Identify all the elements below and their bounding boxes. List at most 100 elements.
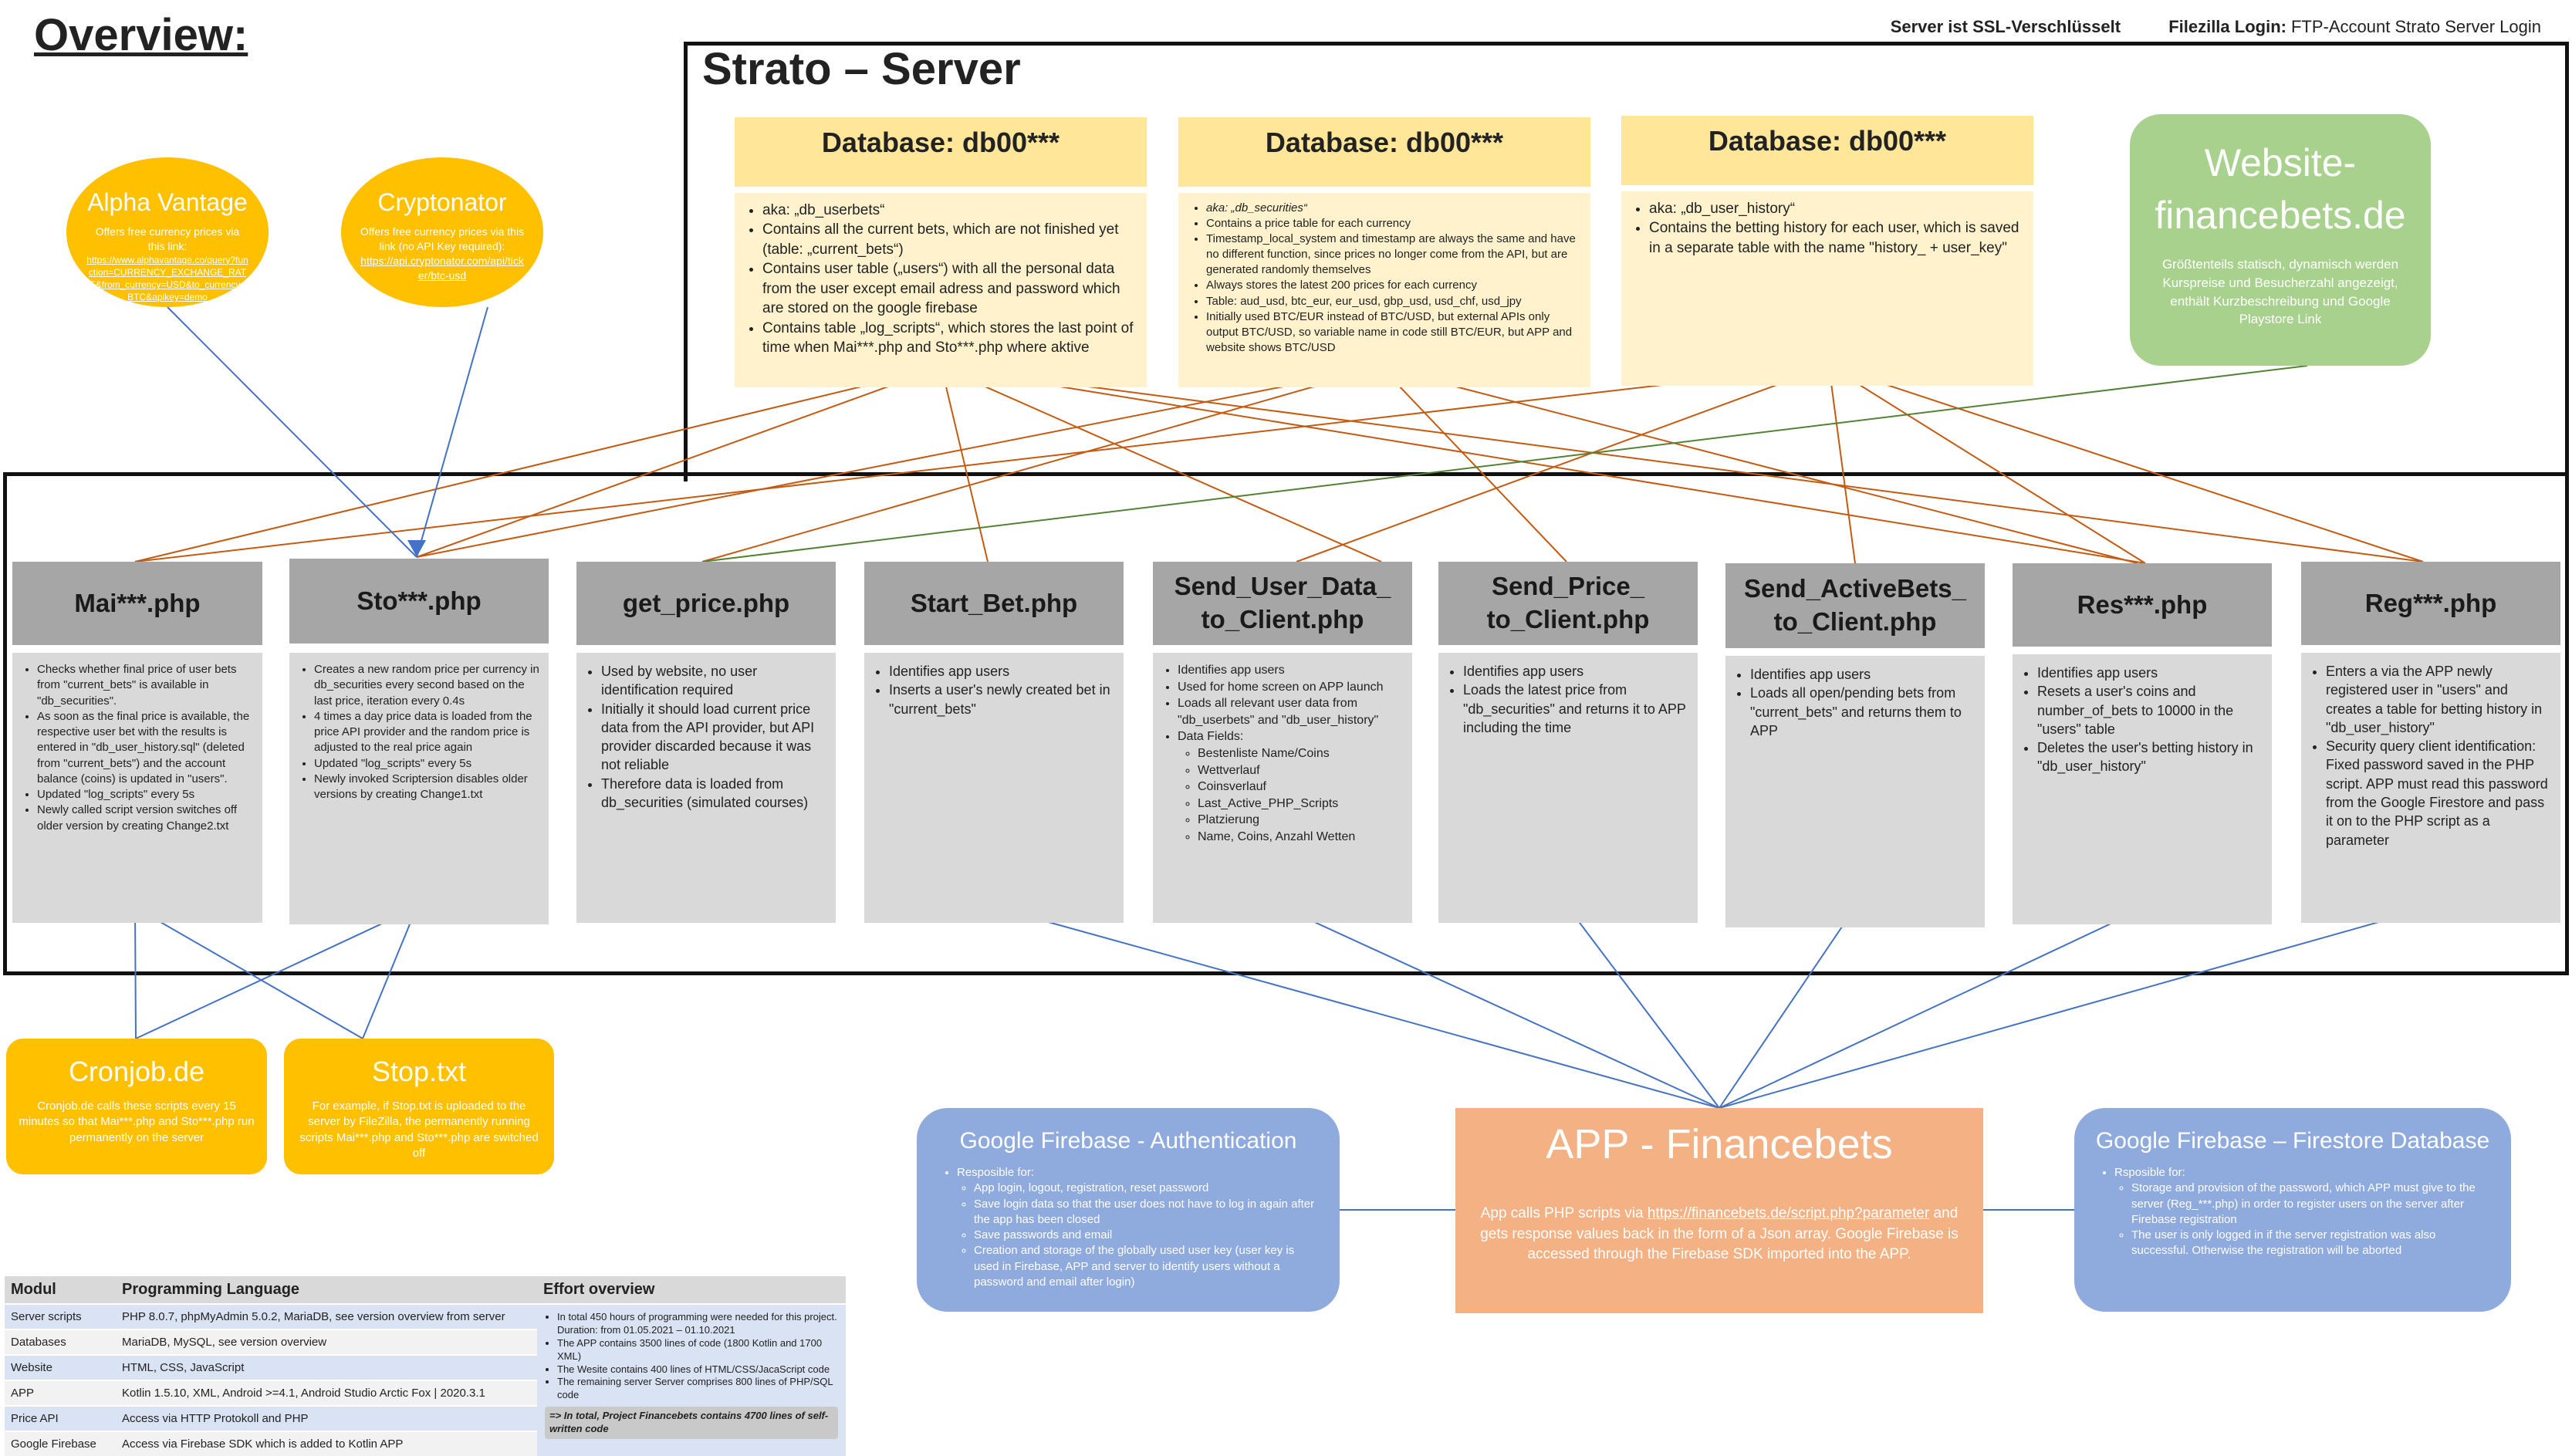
sub-list-item: Coinsverlauf [1198, 779, 1403, 796]
script-title: Res***.php [2013, 563, 2272, 647]
list-item: Identifies app users [1463, 662, 1688, 681]
frame-left-inner-edge [684, 42, 688, 476]
alpha-vantage-desc: Offers free currency prices via this lin… [95, 225, 240, 252]
database-title: Database: db00*** [1621, 116, 2033, 185]
connector-line [701, 367, 1382, 562]
database-title: Database: db00*** [1178, 117, 1590, 187]
alpha-vantage-title: Alpha Vantage [87, 188, 248, 216]
connector-line [1296, 365, 1830, 562]
connector-line [416, 367, 942, 558]
list-item: Security query client identification: Fi… [2326, 737, 2551, 850]
firebase-auth-node: Google Firebase - Authentication Resposi… [917, 1108, 1340, 1312]
sub-list-item: Name, Coins, Anzahl Wetten [1198, 829, 1403, 846]
list-item: aka: „db_securities“ [1206, 201, 1580, 216]
stop-txt-desc: For example, if Stop.txt is uploaded to … [299, 1100, 539, 1160]
website-desc: Größtenteils statisch, dynamisch werden … [2161, 257, 2399, 327]
script-title-line1: Send_ActiveBets_ [1744, 574, 1966, 603]
firebase-auth-lead: Resposible for: [957, 1166, 1035, 1179]
cryptonator-node: Cryptonator Offers free currency prices … [341, 157, 543, 307]
connector-line [941, 367, 989, 562]
script-mai: Mai***.php Checks whether final price of… [12, 562, 262, 923]
list-item: Identifies app users [2037, 664, 2263, 682]
effort-overview: In total 450 hours of programming were n… [537, 1303, 846, 1456]
connector-line [995, 907, 1720, 1109]
list-item: Newly invoked Scriptersion disables olde… [314, 772, 539, 803]
list-item: Rsposible for: Storage and provision of … [2114, 1165, 2488, 1259]
connector-line [1828, 365, 1856, 564]
script-title: Reg***.php [2301, 562, 2560, 645]
script-body: Identifies app users Used for home scree… [1153, 653, 1412, 923]
script-send-active-bets: Send_ActiveBets_to_Client.php Identifies… [1725, 563, 1985, 927]
connector-line [416, 306, 488, 558]
script-reg: Reg***.php Enters a via the APP newly re… [2301, 562, 2560, 923]
script-title: Mai***.php [12, 562, 262, 645]
script-body: Identifies app users Loads the latest pr… [1438, 653, 1698, 923]
app-desc: App calls PHP scripts via https://financ… [1455, 1168, 1983, 1265]
list-item: Updated "log_scripts" every 5s [314, 756, 539, 772]
cryptonator-link[interactable]: https://api.cryptonator.com/api/ticker/b… [360, 254, 524, 282]
table-row: Server scripts PHP 8.0.7, phpMyAdmin 5.0… [5, 1303, 846, 1456]
alpha-vantage-link[interactable]: https://www.alphavantage.co/query?functi… [86, 254, 248, 303]
table-cell: HTML, CSS, JavaScript [116, 1354, 537, 1380]
connector-line [1719, 907, 1856, 1109]
list-item: aka: „db_user_history“ [1649, 199, 2023, 218]
arrowhead-icon [407, 540, 426, 557]
connector-line [1719, 907, 2432, 1109]
strato-server-title: Strato – Server [702, 44, 1021, 94]
connector-line [1381, 367, 1567, 562]
table-cell: Price API [5, 1405, 116, 1431]
database-title: Database: db00*** [735, 117, 1147, 187]
app-node: APP - Financebets App calls PHP scripts … [1455, 1108, 1983, 1313]
list-item: Used by website, no user identification … [601, 662, 826, 700]
connector-line [1828, 365, 2146, 564]
connector-line [1828, 365, 2424, 562]
connector-line [701, 365, 2308, 562]
cryptonator-title: Cryptonator [377, 188, 507, 216]
list-item: Resets a user's coins and number_of_bets… [2037, 682, 2263, 738]
list-item: The APP contains 3500 lines of code (180… [557, 1337, 838, 1363]
connector-line [1719, 907, 2146, 1109]
table-cell: Kotlin 1.5.10, XML, Android >=4.1, Andro… [116, 1380, 537, 1406]
list-item: Inserts a user's newly created bet in "c… [889, 681, 1114, 718]
table-row: Databases MariaDB, MySQL, see version ov… [5, 1329, 846, 1355]
connector-line [1282, 907, 1720, 1109]
list-item: Data Fields: Bestenliste Name/Coins Wett… [1178, 728, 1403, 845]
list-item: Used for home screen on APP launch [1178, 679, 1403, 696]
list-item: Identifies app users [1178, 662, 1403, 679]
stop-txt-node: Stop.txt For example, if Stop.txt is upl… [284, 1039, 554, 1174]
module-table: Modul Programming Language Effort overvi… [5, 1276, 846, 1456]
sub-list-item: Creation and storage of the globally use… [974, 1243, 1316, 1290]
script-start-bet: Start_Bet.php Identifies app users Inser… [864, 562, 1124, 923]
data-fields-label: Data Fields: [1178, 730, 1244, 744]
stop-txt-title: Stop.txt [371, 1056, 467, 1087]
list-item: Identifies app users [889, 662, 1114, 681]
sub-list-item: The user is only logged in if the server… [2131, 1228, 2488, 1259]
script-title: get_price.php [576, 562, 836, 645]
list-item: Contains a price table for each currency [1206, 216, 1580, 231]
table-cell: Website [5, 1354, 116, 1380]
script-title-line2: to_Client.php [1201, 605, 1364, 633]
script-title-line1: Send_User_Data_ [1174, 572, 1391, 601]
script-res: Res***.php Identifies app users Resets a… [2013, 563, 2272, 924]
ssl-text: Server ist SSL-Verschlüsselt [1890, 17, 2121, 36]
app-script-link[interactable]: https://financebets.de/script.php?parame… [1647, 1205, 1930, 1221]
website-title: Website-financebets.de [2130, 137, 2431, 242]
table-cell: Server scripts [5, 1303, 116, 1329]
script-body: Enters a via the APP newly registered us… [2301, 653, 2560, 923]
script-send-price: Send_Price_to_Client.php Identifies app … [1438, 562, 1698, 923]
script-title: Send_User_Data_ to_Client.php [1153, 562, 1412, 645]
server-info: Server ist SSL-Verschlüsselt Filezilla L… [1891, 17, 2541, 37]
list-item: Loads all relevant user data from "db_us… [1178, 695, 1403, 728]
script-body: Identifies app users Loads all open/pend… [1725, 656, 1985, 927]
connector-line [941, 367, 2424, 562]
app-title: APP - Financebets [1546, 1121, 1893, 1167]
sub-list-item: App login, logout, registration, reset p… [974, 1181, 1316, 1196]
database-securities: Database: db00*** aka: „db_securities“ C… [1178, 117, 1590, 387]
website-node: Website-financebets.de Größtenteils stat… [2130, 114, 2431, 366]
app-desc-post: and gets response values back in the for… [1480, 1205, 1959, 1263]
table-header: Modul [5, 1276, 116, 1304]
list-item: Contains all the current bets, which are… [762, 220, 1136, 259]
connector-line [1567, 907, 1720, 1109]
list-item: Contains table „log_scripts“, which stor… [762, 319, 1136, 358]
connector-line [134, 365, 1830, 562]
